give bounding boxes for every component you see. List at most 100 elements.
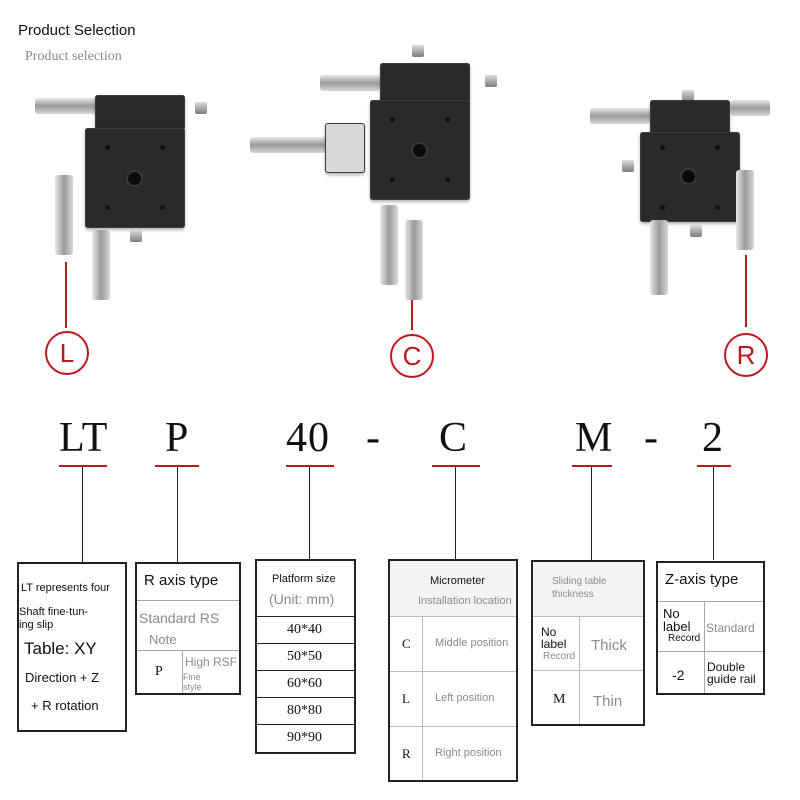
knob (412, 45, 424, 57)
legend-box-z-axis: Z-axis type No label Record Standard -2 … (656, 561, 765, 695)
platform-header: Platform size (272, 573, 336, 585)
sliding-row1-c: Record (543, 651, 576, 662)
knob (682, 90, 694, 102)
legend-box-lt: LT represents four Shaft fine-tun- ing s… (17, 562, 127, 732)
platform-divider (257, 724, 354, 725)
connector-line (82, 467, 83, 562)
knob (195, 102, 207, 114)
r-axis-col-divider (182, 650, 183, 693)
platform-divider (257, 670, 354, 671)
hole (445, 177, 450, 182)
sliding-row2-val: Thin (593, 693, 623, 710)
r-axis-row2-a: High RSF (185, 655, 238, 669)
sliding-row2-code: M (553, 692, 566, 707)
r-axis-divider (137, 650, 239, 651)
z-row2-val1: Double (707, 660, 746, 674)
code-part-size: 40 (286, 415, 330, 461)
z-axis-header: Z-axis type (665, 571, 739, 588)
micrometer-col-divider (422, 616, 423, 780)
platform-size-item: 90*90 (287, 730, 322, 745)
product-image-center (240, 45, 510, 310)
z-divider (658, 601, 763, 602)
product-image-left (30, 90, 220, 310)
z-row2-code: -2 (672, 667, 685, 683)
code-part-m: M (575, 415, 614, 461)
label-circle-center: C (390, 334, 434, 378)
stage-top-block (650, 100, 730, 135)
label-circle-right: R (724, 333, 768, 377)
z-row1-c: Record (668, 633, 701, 644)
center-hole (128, 172, 141, 185)
platform-divider (257, 697, 354, 698)
knob (485, 75, 497, 87)
connector-line (455, 467, 456, 560)
lt-line-4: Table: XY (24, 639, 97, 658)
connector-line (713, 467, 714, 560)
micrometer-header: Micrometer (430, 575, 486, 587)
micrometer-left-vertical (55, 175, 73, 255)
z-row1-a: No (663, 606, 680, 621)
r-axis-divider (137, 600, 239, 601)
micrometer-row-desc: Right position (435, 747, 502, 759)
sliding-header: Sliding table (552, 576, 607, 587)
code-underline (432, 465, 480, 467)
lt-line-6: + R rotation (31, 698, 99, 713)
stage-top-block (380, 63, 470, 103)
center-hole (413, 144, 426, 157)
hole (390, 177, 395, 182)
code-underline (286, 465, 334, 467)
micrometer-bottom-right (405, 220, 423, 300)
connector-line (177, 467, 178, 562)
legend-box-r-axis: R axis type Standard RS Note P High RSF … (135, 562, 241, 695)
r-axis-row1-a: Standard RS (139, 610, 220, 626)
legend-box-sliding: Sliding table thickness No label Record … (531, 560, 645, 726)
micrometer-top-right (730, 100, 770, 116)
product-image-right (590, 90, 780, 300)
r-axis-row2-c: style (183, 682, 202, 692)
micrometer-divider (390, 671, 516, 672)
sliding-row1-a: No (541, 625, 557, 639)
center-hole (682, 170, 695, 183)
micrometer-row-code: L (402, 691, 410, 706)
platform-size-item: 80*80 (287, 703, 322, 718)
r-axis-row2-b: Fine (183, 672, 201, 682)
code-part-lt: LT (59, 415, 109, 461)
r-axis-row2-code: P (155, 664, 163, 679)
hole (160, 205, 165, 210)
platform-divider (257, 616, 354, 617)
pointer-line-center (411, 300, 413, 330)
platform-divider (257, 643, 354, 644)
sliding-subheader: thickness (552, 589, 594, 600)
z-col-divider (704, 601, 705, 693)
label-circle-left: L (45, 331, 89, 375)
code-part-c: C (439, 415, 469, 461)
micrometer-bottom (650, 220, 668, 295)
micrometer-subheader: Installation location (418, 595, 512, 607)
code-underline (572, 465, 612, 467)
knob (130, 230, 142, 242)
stage-top-block (95, 95, 185, 130)
micrometer-bottom (92, 230, 110, 300)
bracket (325, 123, 365, 173)
lt-line-2: Shaft fine-tun- (19, 606, 89, 618)
micrometer-row-code: R (402, 746, 411, 761)
platform-size-item: 50*50 (287, 649, 322, 664)
micrometer-top (320, 75, 380, 91)
page-subtitle: Product selection (25, 49, 122, 64)
connector-line (591, 467, 592, 560)
micrometer-row-desc: Middle position (435, 637, 509, 649)
sliding-row1-val: Thick (591, 637, 627, 654)
code-underline (59, 465, 107, 467)
code-dash: - (366, 415, 381, 461)
legend-box-micrometer: Micrometer Installation location C Middle… (388, 559, 518, 782)
hole (390, 117, 395, 122)
sliding-row1-b: label (541, 637, 567, 651)
code-underline (155, 465, 199, 467)
micrometer-row-code: C (402, 636, 411, 651)
code-dash: - (644, 415, 659, 461)
lt-line-5: Direction + Z (25, 670, 100, 685)
micrometer-left (250, 137, 340, 153)
pointer-line-left (65, 262, 67, 328)
z-divider (658, 651, 763, 652)
